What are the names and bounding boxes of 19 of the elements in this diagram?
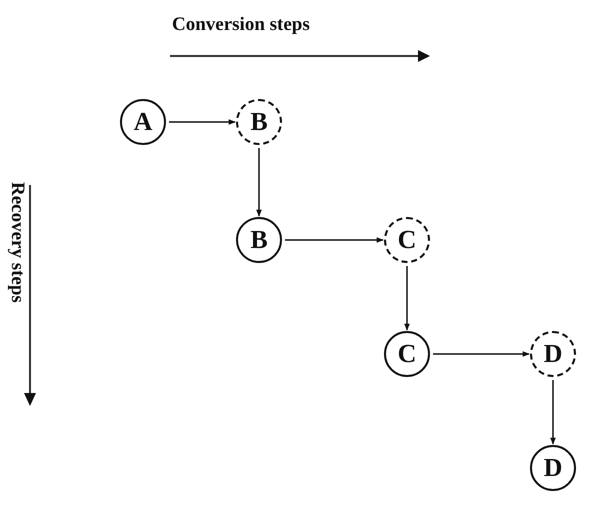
axis-label: Conversion steps (172, 14, 310, 36)
node-label: B (250, 109, 268, 135)
arrow (404, 266, 410, 331)
circle (384, 331, 430, 377)
node-label: C (398, 227, 416, 253)
arrow (285, 237, 384, 243)
node-label: B (250, 227, 268, 253)
node-label: D (544, 341, 562, 367)
arrow (256, 148, 262, 217)
node-label: A (134, 109, 152, 135)
circle (236, 217, 282, 263)
axis-label: Recovery steps (6, 182, 28, 303)
arrow (169, 119, 236, 125)
node-label: C (398, 341, 416, 367)
circle (530, 445, 576, 491)
circle (120, 99, 166, 145)
arrow (433, 351, 530, 357)
arrow (550, 380, 556, 445)
node-label: D (544, 455, 562, 481)
